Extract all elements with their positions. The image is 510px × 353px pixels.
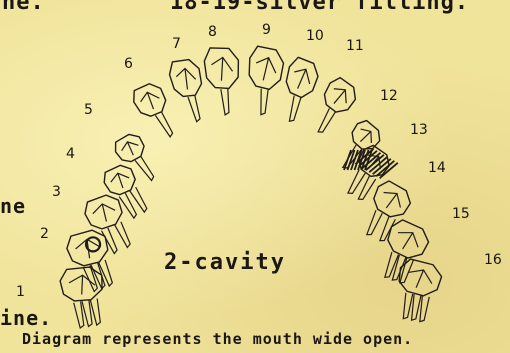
tooth-16 — [392, 258, 444, 324]
tooth-facet — [327, 85, 351, 109]
tooth-number-5: 5 — [84, 102, 93, 118]
tooth-1 — [58, 264, 110, 330]
tooth-facet — [378, 188, 405, 213]
tooth-4 — [100, 160, 153, 222]
cavity-mark — [84, 235, 102, 253]
tooth-root — [378, 216, 395, 243]
tooth-facet — [175, 66, 198, 91]
tooth-root — [155, 112, 174, 138]
tooth-root — [287, 96, 300, 123]
tooth-root — [130, 187, 149, 213]
tooth-root — [221, 89, 230, 116]
tooth-root — [102, 228, 119, 255]
tooth-root — [365, 210, 382, 237]
tooth-number-2: 2 — [40, 226, 49, 242]
tooth-number-4: 4 — [66, 146, 75, 162]
tooth-facet — [406, 267, 434, 290]
tooth-number-3: 3 — [52, 184, 61, 200]
tooth-number-16: 16 — [484, 252, 502, 268]
tooth-facet — [211, 57, 233, 82]
tooth-number-13: 13 — [410, 122, 428, 138]
tooth-number-1: 1 — [16, 284, 25, 300]
tooth-facet — [109, 169, 132, 191]
tooth-number-11: 11 — [346, 38, 364, 54]
tooth-root — [259, 89, 268, 116]
tooth-number-6: 6 — [124, 56, 133, 72]
tooth-root — [135, 156, 156, 181]
tooth-2 — [63, 225, 121, 295]
tooth-5 — [111, 129, 164, 188]
tooth-facet — [255, 57, 277, 82]
tooth-14 — [358, 178, 415, 246]
tooth-root — [316, 108, 335, 134]
tooth-9 — [245, 46, 285, 117]
tooth-facet — [119, 138, 141, 159]
tooth-root — [188, 95, 201, 122]
tooth-number-12: 12 — [380, 88, 398, 104]
tooth-number-14: 14 — [428, 160, 446, 176]
tooth-root — [357, 176, 376, 202]
diagram-caption: Diagram represents the mouth wide open. — [22, 330, 413, 348]
cavity-annotation: 2-cavity — [164, 250, 286, 275]
tooth-facet — [355, 126, 377, 147]
tooth-facet — [68, 273, 96, 296]
tooth-facet — [91, 200, 118, 225]
tooth-number-15: 15 — [452, 206, 470, 222]
tooth-root — [119, 193, 138, 219]
tooth-facet — [138, 89, 162, 113]
tooth-number-7: 7 — [172, 36, 181, 52]
tooth-root — [401, 293, 412, 320]
tooth-number-8: 8 — [208, 24, 217, 40]
tooth-number-10: 10 — [306, 28, 324, 44]
tooth-facet — [290, 66, 313, 91]
tooth-number-9: 9 — [262, 22, 271, 38]
tooth-6 — [129, 79, 184, 144]
tooth-root — [115, 222, 132, 249]
tooth-15 — [374, 217, 432, 287]
tooth-8 — [203, 46, 243, 117]
tooth-facet — [393, 228, 422, 254]
